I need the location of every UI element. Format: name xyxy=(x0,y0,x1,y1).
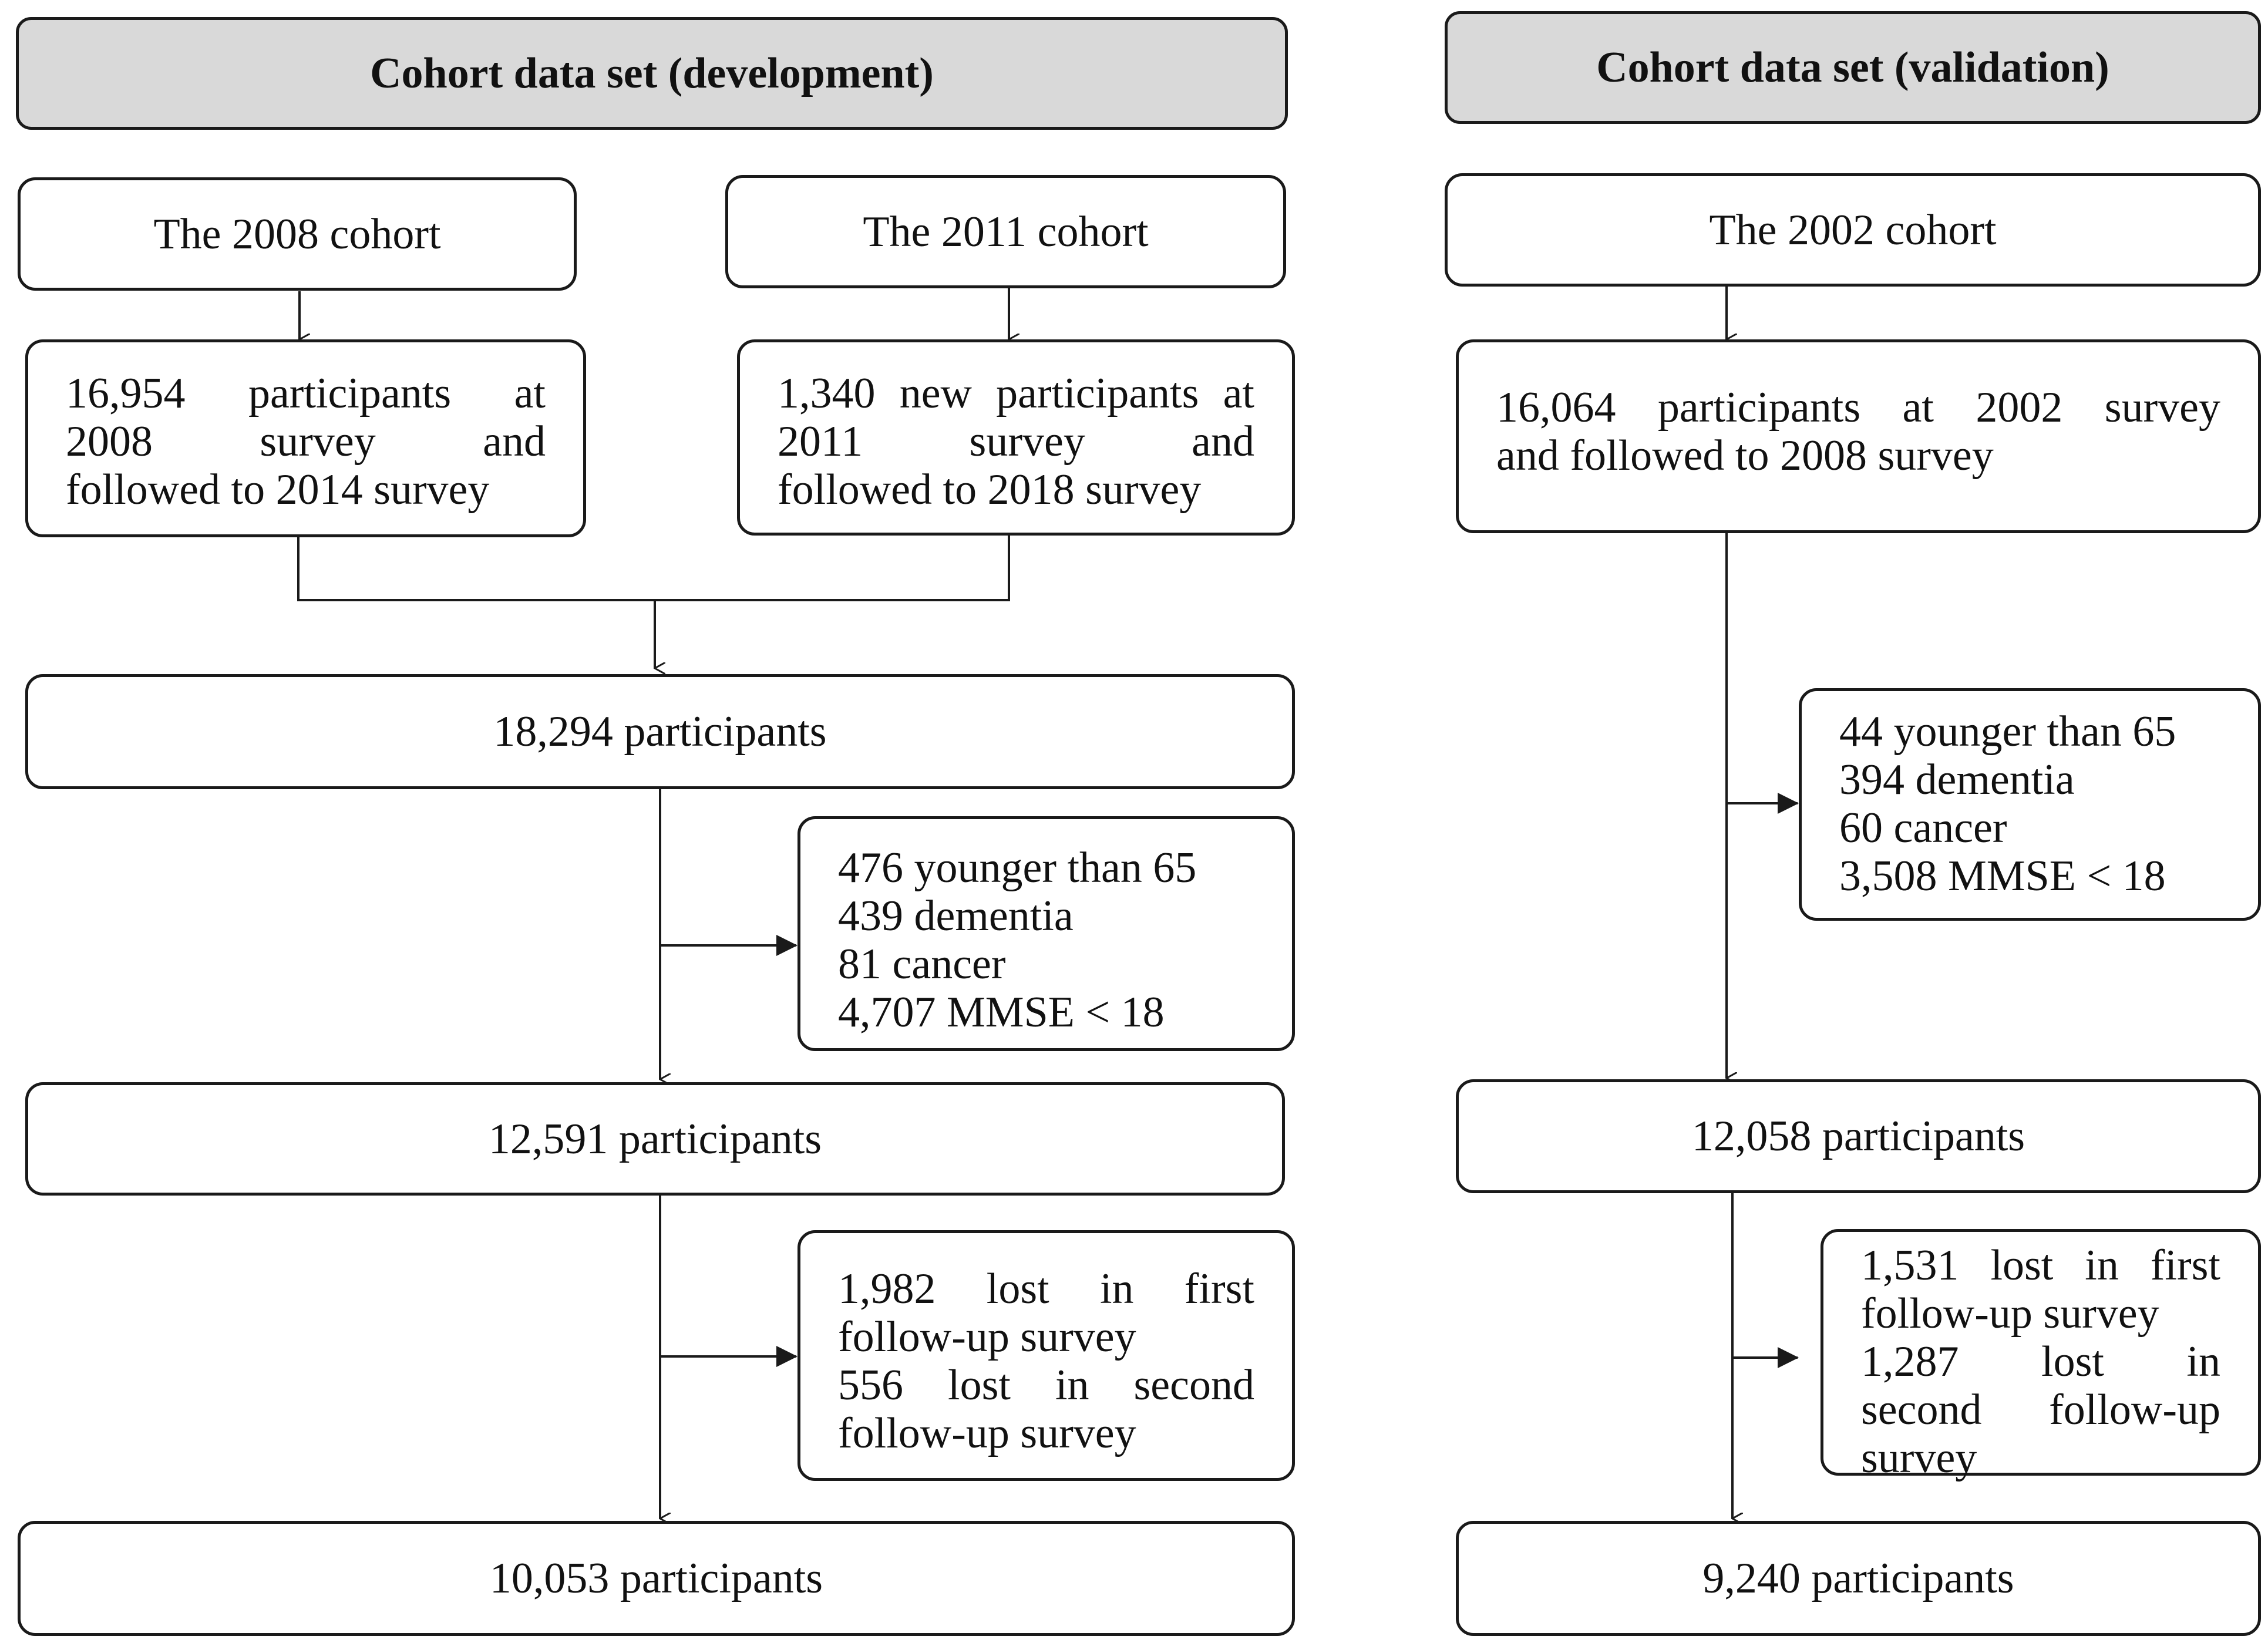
development-exclusions-box: 476 younger than 65 439 dementia 81 canc… xyxy=(797,816,1295,1051)
cohort-2002-box: The 2002 cohort xyxy=(1445,173,2261,287)
participants-2011-line-1: 1,340 new participants at xyxy=(778,369,1254,418)
participants-2011-line-2: 2011 survey and xyxy=(778,418,1254,466)
val-exclusion-mmse: 3,508 MMSE < 18 xyxy=(1839,852,2166,900)
participants-2002-line-1: 16,064 participants at 2002 survey xyxy=(1496,383,2220,432)
after-exclusion-participants-box: 12,591 participants xyxy=(25,1082,1285,1196)
participants-2008-line-2: 2008 survey and xyxy=(66,418,546,466)
validation-lost-box: 1,531 lost in first follow-up survey 1,2… xyxy=(1821,1229,2261,1482)
val-lost-line-2: follow-up survey xyxy=(1861,1290,2159,1338)
participants-2002-line-2: and followed to 2008 survey xyxy=(1496,432,1994,480)
cohort-2011-box: The 2011 cohort xyxy=(725,175,1286,288)
validation-after-exclusion-box: 12,058 participants xyxy=(1456,1079,2261,1193)
dev-exclusion-dementia: 439 dementia xyxy=(838,892,1074,940)
validation-exclusions-box: 44 younger than 65 394 dementia 60 cance… xyxy=(1799,688,2261,921)
development-lost-box: 1,982 lost in first follow-up survey 556… xyxy=(797,1230,1295,1481)
participants-2008-line-1: 16,954 participants at xyxy=(66,369,546,418)
val-lost-line-1: 1,531 lost in first xyxy=(1861,1241,2220,1290)
dev-exclusion-cancer: 81 cancer xyxy=(838,940,1006,988)
participants-2008-box: 16,954 participants at 2008 survey and f… xyxy=(25,339,586,537)
validation-header: Cohort data set (validation) xyxy=(1445,11,2261,124)
development-header: Cohort data set (development) xyxy=(16,17,1288,130)
connector-merge xyxy=(297,536,1010,601)
dev-lost-line-3: 556 lost in second xyxy=(838,1361,1254,1409)
val-exclusion-cancer: 60 cancer xyxy=(1839,804,2007,852)
participants-2011-box: 1,340 new participants at 2011 survey an… xyxy=(737,339,1295,536)
dev-exclusion-age: 476 younger than 65 xyxy=(838,844,1197,892)
val-exclusion-age: 44 younger than 65 xyxy=(1839,708,2176,756)
dev-lost-line-2: follow-up survey xyxy=(838,1313,1136,1361)
participants-2008-line-3: followed to 2014 survey xyxy=(66,466,490,514)
cohort-2008-box: The 2008 cohort xyxy=(18,177,577,291)
val-lost-line-4: second follow-up xyxy=(1861,1386,2220,1434)
val-exclusion-dementia: 394 dementia xyxy=(1839,756,2075,804)
validation-final-box: 9,240 participants xyxy=(1456,1521,2261,1636)
val-lost-line-3: 1,287 lost in xyxy=(1861,1338,2220,1386)
val-lost-line-5: survey xyxy=(1861,1434,1977,1482)
dev-lost-line-4: follow-up survey xyxy=(838,1409,1136,1457)
participants-2002-box: 16,064 participants at 2002 survey and f… xyxy=(1456,339,2261,533)
combined-participants-box: 18,294 participants xyxy=(25,674,1295,789)
dev-lost-line-1: 1,982 lost in first xyxy=(838,1265,1254,1313)
development-final-box: 10,053 participants xyxy=(18,1521,1295,1636)
participants-2011-line-3: followed to 2018 survey xyxy=(778,466,1202,514)
dev-exclusion-mmse: 4,707 MMSE < 18 xyxy=(838,988,1165,1036)
